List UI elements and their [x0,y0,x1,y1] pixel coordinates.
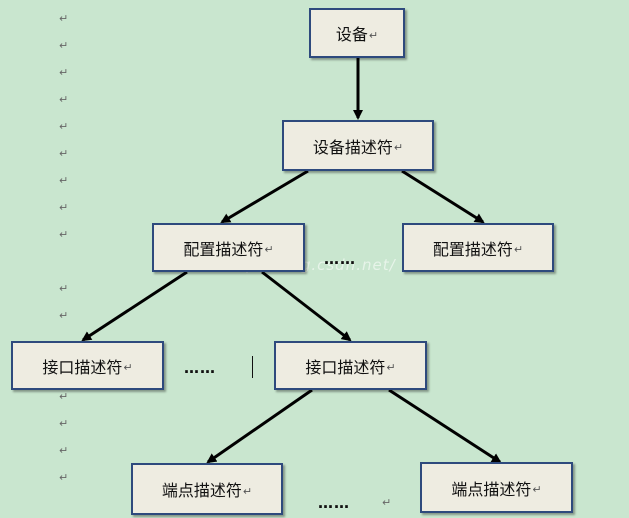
paragraph-mark: ↵ [386,361,396,374]
paragraph-mark: ↵ [513,243,524,256]
ellipsis-endpoint-row: …… [318,494,350,512]
paragraph-mark: ↵ [59,471,69,484]
paragraph-mark: ↵ [59,390,69,403]
node-device-descriptor: 设备描述符↵ [282,120,434,171]
node-config-descriptor-right: 配置描述符↵ [402,223,554,272]
paragraph-mark: ↵ [123,361,133,374]
node-label: 配置描述符 [432,239,513,259]
paragraph-mark: ↵ [59,120,69,133]
node-label: 端点描述符 [451,479,532,499]
node-label: 接口描述符 [305,357,386,377]
node-device: 设备↵ [309,8,405,58]
paragraph-mark: ↵ [59,174,69,187]
node-label: 端点描述符 [161,481,242,500]
arrow-config-left-to-iface-left [81,270,188,342]
paragraph-mark: ↵ [368,28,379,42]
paragraph-mark: ↵ [264,243,274,256]
node-label: 设备 [335,25,368,44]
paragraph-mark: ↵ [59,66,69,79]
node-interface-descriptor-mid: 接口描述符↵ [274,341,427,390]
node-config-descriptor-left: 配置描述符↵ [152,223,305,272]
arrow-config-left-to-iface-mid [261,270,352,342]
ellipsis-interface-row: …… [184,359,216,377]
node-label: 设备描述符 [312,137,393,157]
paragraph-mark: ↵ [59,39,69,52]
paragraph-mark: ↵ [393,141,404,154]
paragraph-mark: ↵ [59,444,69,457]
node-endpoint-descriptor-right: 端点描述符↵ [420,462,573,513]
paragraph-mark: ↵ [59,309,69,322]
node-label: 接口描述符 [42,357,123,377]
paragraph-mark: ↵ [59,93,69,106]
paragraph-mark: ↵ [59,201,69,214]
paragraph-mark: ↵ [59,228,69,241]
arrow-iface-mid-to-endpoint-right [388,388,502,464]
arrow-device-desc-to-config-right [401,169,485,224]
paragraph-mark: ↵ [59,147,69,160]
node-endpoint-descriptor-left: 端点描述符↵ [131,463,283,515]
node-interface-descriptor-left: 接口描述符↵ [11,341,164,390]
paragraph-mark: ↵ [532,483,542,496]
paragraph-mark: ↵ [59,12,69,25]
text-cursor [252,356,253,378]
paragraph-mark: ↵ [59,417,69,430]
paragraph-mark: ↵ [382,496,392,509]
arrow-device-desc-to-config-left [220,169,309,224]
node-label: 配置描述符 [183,239,264,259]
paragraph-mark: ↵ [242,484,253,498]
ellipsis-config-row: …… [324,250,356,268]
paragraph-mark: ↵ [59,282,69,295]
arrow-iface-mid-to-endpoint-left [206,388,313,464]
